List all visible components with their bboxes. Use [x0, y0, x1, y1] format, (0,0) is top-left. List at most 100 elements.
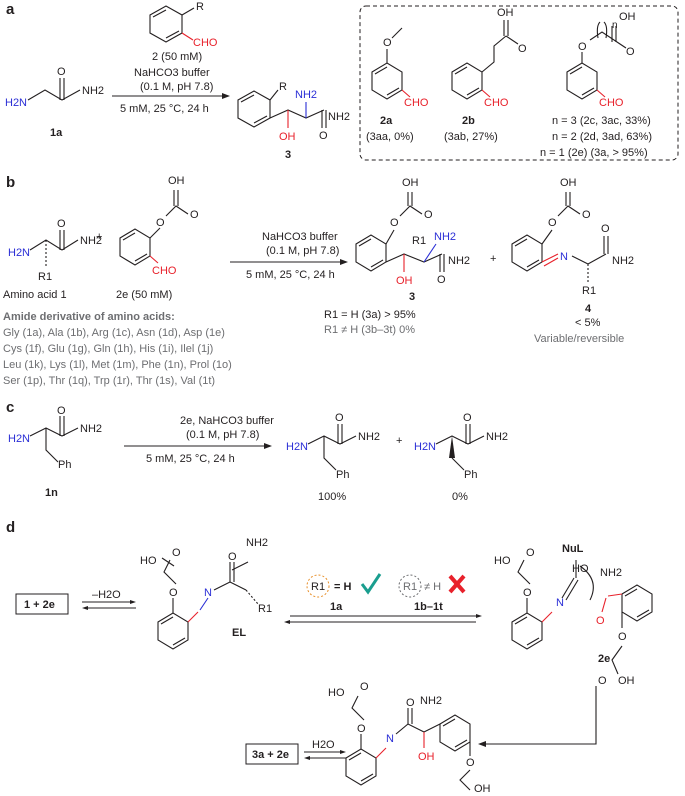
n-subscript: n: [612, 20, 618, 31]
oh-red-p: OH: [418, 751, 435, 763]
plus-b: +: [96, 231, 102, 243]
end-box: [245, 743, 299, 765]
nh2-nu: NH2: [600, 567, 622, 579]
yield-2d: n = 2 (2d, 3ad, 63%): [552, 131, 652, 143]
o-acid-b: O: [190, 209, 199, 221]
aldehyde-2e-b: O OH O CHO 2e (50 mM): [116, 175, 199, 301]
start-box: [15, 593, 69, 615]
cho-b: CHO: [152, 265, 177, 277]
enamine-nucleophile: NuL O HO O N HO NH2: [494, 543, 622, 650]
cmpd-2b: 2b: [462, 115, 475, 127]
nh2-p: NH2: [420, 695, 442, 707]
buffer-b-2: (0.1 M, pH 7.8): [266, 245, 339, 257]
o-l: O: [335, 412, 344, 424]
nh2-l: NH2: [358, 431, 380, 443]
o-2e: O: [626, 46, 635, 58]
plus-b2: +: [490, 253, 496, 265]
nh2-label-3: NH2: [328, 111, 350, 123]
el-label: EL: [232, 627, 246, 639]
nh2-d-int: NH2: [246, 537, 268, 549]
o-acid-3b: O: [424, 209, 433, 221]
h2n-d: H2N: [414, 441, 436, 453]
aldehyde-2a: O CHO 2a (3aa, 0%): [366, 27, 429, 143]
yield-2c: n = 3 (2c, 3ac, 33%): [552, 115, 651, 127]
minus-water: –H2O: [92, 589, 121, 601]
nh2-c: NH2: [80, 423, 102, 435]
o-ether: O: [578, 41, 587, 53]
o-acid-d: O: [172, 547, 181, 559]
r1-3b: R1: [412, 235, 426, 247]
o-2e-d: O: [598, 675, 607, 687]
cmpd-1n: 1n: [45, 487, 58, 499]
panel-label-b: b: [6, 174, 15, 191]
imine-note: Variable/reversible: [534, 333, 624, 345]
r1-h-circle: [306, 574, 330, 598]
ph-d: Ph: [464, 469, 477, 481]
cho-label: CHO: [193, 37, 218, 49]
product-4-label: 4: [585, 303, 592, 315]
panel-label-d: d: [6, 519, 15, 536]
imine-4: O OH O N R1 O NH2 4: [511, 177, 634, 315]
nh2-b: NH2: [80, 235, 102, 247]
cmpd-1a-label: 1a: [50, 127, 63, 139]
o-amide-3b: O: [437, 274, 446, 286]
n-d: N: [204, 587, 212, 599]
phenylalaninamide-1n: H2N O NH2 Ph 1n: [8, 405, 102, 499]
cho-2a: CHO: [404, 97, 429, 109]
o-ether-b: O: [156, 217, 165, 229]
o-b: O: [57, 218, 66, 230]
r1-b: R1: [38, 271, 52, 283]
h2n-label: H2N: [5, 97, 27, 109]
imine-intermediate: O HO O N O NH2 R1 EL: [140, 537, 272, 650]
r1-ne-h: ≠ H: [424, 581, 441, 593]
o-d: O: [463, 412, 472, 424]
conditions-b: 5 mM, 25 °C, 24 h: [246, 269, 335, 281]
oh-b: OH: [168, 175, 185, 187]
h2n-l: H2N: [286, 441, 308, 453]
reagents-c: 2e, NaHCO3 buffer: [180, 415, 274, 427]
ho-d: HO: [140, 555, 157, 567]
cho-2e: CHO: [599, 97, 624, 109]
amide-row-4: Ser (1p), Thr (1q), Trp (1r), Thr (1s), …: [3, 375, 215, 387]
yield-2b: (3ab, 27%): [444, 131, 498, 143]
r1-h-symbol: R1: [311, 581, 325, 593]
start-box-label: 1 + 2e: [24, 599, 55, 611]
o-methoxy: O: [383, 37, 392, 49]
amide-header: Amide derivative of amino acids:: [3, 311, 175, 323]
ho-nu: HO: [494, 555, 511, 567]
aldehyde-2c-2e: O n OH O CHO n = 3 (2c, 3ac, 33%) n = 2 …: [540, 11, 652, 159]
buffer-c: (0.1 M, pH 7.8): [186, 429, 259, 441]
o-carbonyl-2e: O: [596, 615, 605, 627]
h2n-b: H2N: [8, 247, 30, 259]
conditions-c: 5 mM, 25 °C, 24 h: [146, 453, 235, 465]
product-3: R OH NH2 O NH2 3: [237, 81, 350, 161]
o-c: O: [57, 405, 66, 417]
o-ether-p1: O: [357, 723, 366, 735]
r1-ne-circle: [398, 574, 422, 598]
nh2-3b: NH2: [448, 255, 470, 267]
ph-l: Ph: [336, 469, 349, 481]
yield-2a: (3aa, 0%): [366, 131, 414, 143]
conditions-a: 5 mM, 25 °C, 24 h: [120, 103, 209, 115]
buffer-line-2: (0.1 M, pH 7.8): [140, 81, 213, 93]
oh-2e: OH: [619, 11, 636, 23]
o-ether-4: O: [548, 217, 557, 229]
nh2-d: NH2: [486, 431, 508, 443]
oh-3b: OH: [402, 177, 419, 189]
buffer-line-1: NaHCO3 buffer: [134, 67, 210, 79]
o-ether-2e: O: [618, 631, 627, 643]
nh2-label: NH2: [82, 85, 104, 97]
aldehyde-2b: OH O CHO 2b (3ab, 27%): [444, 7, 527, 143]
o-ether-3b: O: [390, 217, 399, 229]
o-acid-nu: O: [526, 547, 535, 559]
oh-2b: OH: [497, 7, 514, 19]
o-ether-d: O: [169, 587, 178, 599]
r1-not-h-result: R1 ≠ H (3b–3t) 0%: [324, 324, 415, 336]
o-ether-p2: O: [466, 757, 475, 769]
nh2-4: NH2: [612, 255, 634, 267]
reagent-2-label: 2 (50 mM): [152, 51, 202, 63]
yield-d: 0%: [452, 491, 468, 503]
nh2-blue-label: NH2: [295, 89, 317, 101]
o-amide-4: O: [601, 223, 610, 235]
